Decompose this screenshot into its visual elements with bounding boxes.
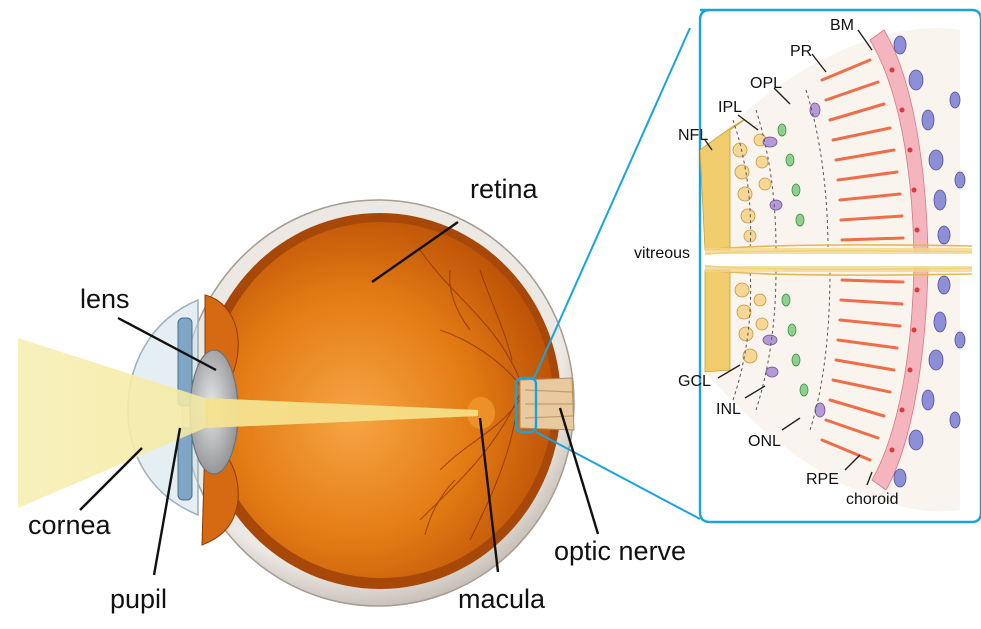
retina-label: retina xyxy=(470,174,539,204)
gcl-label: GCL xyxy=(678,373,711,390)
pr-label: PR xyxy=(790,43,812,60)
inl-label: INL xyxy=(716,401,741,418)
optic-nerve-label: optic nerve xyxy=(554,536,686,566)
iris-lower xyxy=(178,428,192,500)
macula-label: macula xyxy=(458,584,546,614)
nfl-label: NFL xyxy=(678,127,708,144)
opl-label: OPL xyxy=(750,75,782,92)
inset-connector-top xyxy=(534,28,690,378)
lens-label: lens xyxy=(80,284,130,314)
rpe-label: RPE xyxy=(806,471,839,488)
pupil-label: pupil xyxy=(110,584,167,614)
vitreous-label: vitreous xyxy=(634,245,690,262)
nerve-fiber-bundle-lower xyxy=(705,266,972,272)
cornea-label: cornea xyxy=(28,510,112,540)
ipl-label: IPL xyxy=(718,99,742,116)
bm-label: BM xyxy=(830,17,854,34)
nfl-band-lower xyxy=(705,270,730,372)
nerve-fiber-bundle xyxy=(705,248,972,254)
choroid-label: choroid xyxy=(846,491,898,508)
onl-label: ONL xyxy=(748,433,781,450)
optic-nerve-leader xyxy=(560,408,598,534)
retina-layers-inset xyxy=(700,10,981,522)
